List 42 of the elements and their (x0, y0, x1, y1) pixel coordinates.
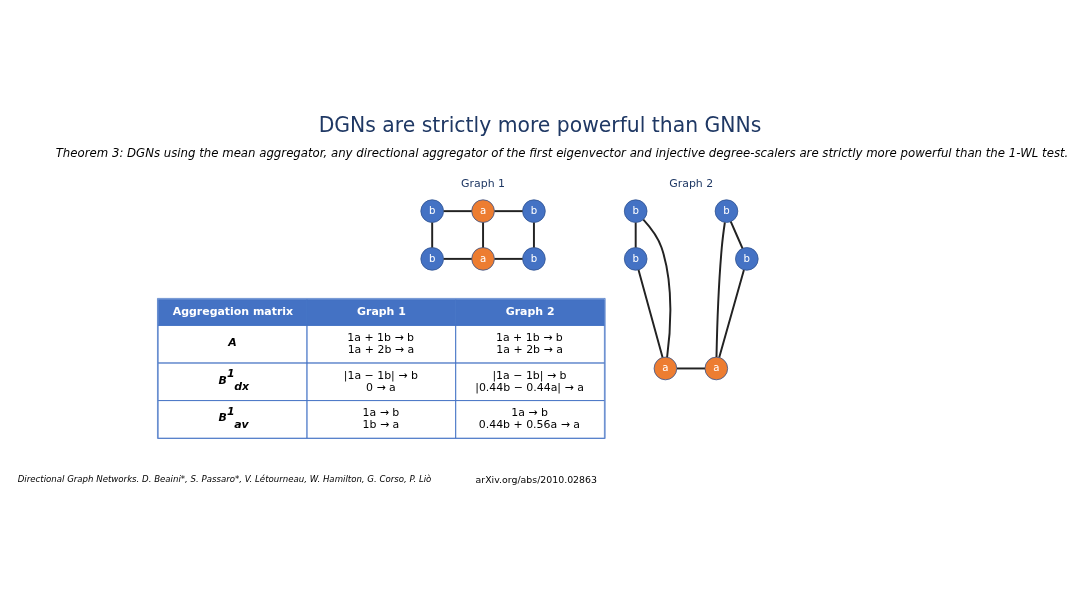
connector (431, 221, 434, 249)
label: Graph 2 (505, 304, 555, 318)
label: Graph 2 (669, 177, 714, 191)
label: 1a → b 0.44b + 0.56a → a (478, 406, 581, 432)
label: Graph 1 (461, 177, 506, 191)
node-circle: b (623, 199, 648, 223)
connector (637, 269, 664, 359)
connector (676, 367, 706, 370)
connector (482, 221, 485, 249)
connector (442, 257, 473, 260)
connector (532, 221, 535, 249)
connector (715, 221, 726, 359)
node-circle: a (471, 247, 495, 271)
label: A (228, 336, 237, 350)
node-circle: b (522, 247, 546, 271)
connector (493, 257, 524, 260)
label: 1a + 1b → b 1a + 2b → a (347, 331, 415, 356)
label: Theorem 3: DGNs using the mean aggregator, any directional aggregator of the first eigenvector and injective degree-scalers are strictly more powerful than the 1-WL test. (55, 146, 1069, 161)
node-circle: b (735, 247, 759, 271)
node-circle: a (653, 356, 678, 381)
connector (729, 220, 744, 250)
node-circle: b (420, 199, 444, 223)
node-circle: b (522, 199, 546, 223)
label: 1a → b 1b → a (362, 406, 400, 432)
label: Graph 1 (357, 304, 406, 318)
node-circle: a (471, 199, 495, 223)
node-circle: a (704, 356, 729, 381)
label: 1a + 1b → b 1a + 2b → a (495, 331, 563, 356)
connector (718, 269, 745, 359)
label: Aggregation matrix (172, 304, 294, 318)
label: |1a − 1b| → b 0 → a (343, 368, 418, 394)
connector (634, 221, 637, 249)
diagram-title: DGNs are strictly more powerful than GNNs (318, 112, 762, 137)
connector (493, 210, 524, 213)
connector (442, 210, 473, 213)
label: arXiv.org/abs/2010.02863 (475, 474, 597, 486)
node-circle: b (714, 199, 739, 223)
label: Directional Graph Networks. D. Beaini*, S. Passaro*, V. Létourneau, W. Hamilton, G. Corso, P. Liò (17, 474, 432, 485)
node-circle: b (420, 247, 444, 271)
connector (642, 218, 672, 358)
label: |1a − 1b| → b |0.44b − 0.44a| → a (475, 368, 584, 394)
node-circle: b (623, 247, 648, 271)
